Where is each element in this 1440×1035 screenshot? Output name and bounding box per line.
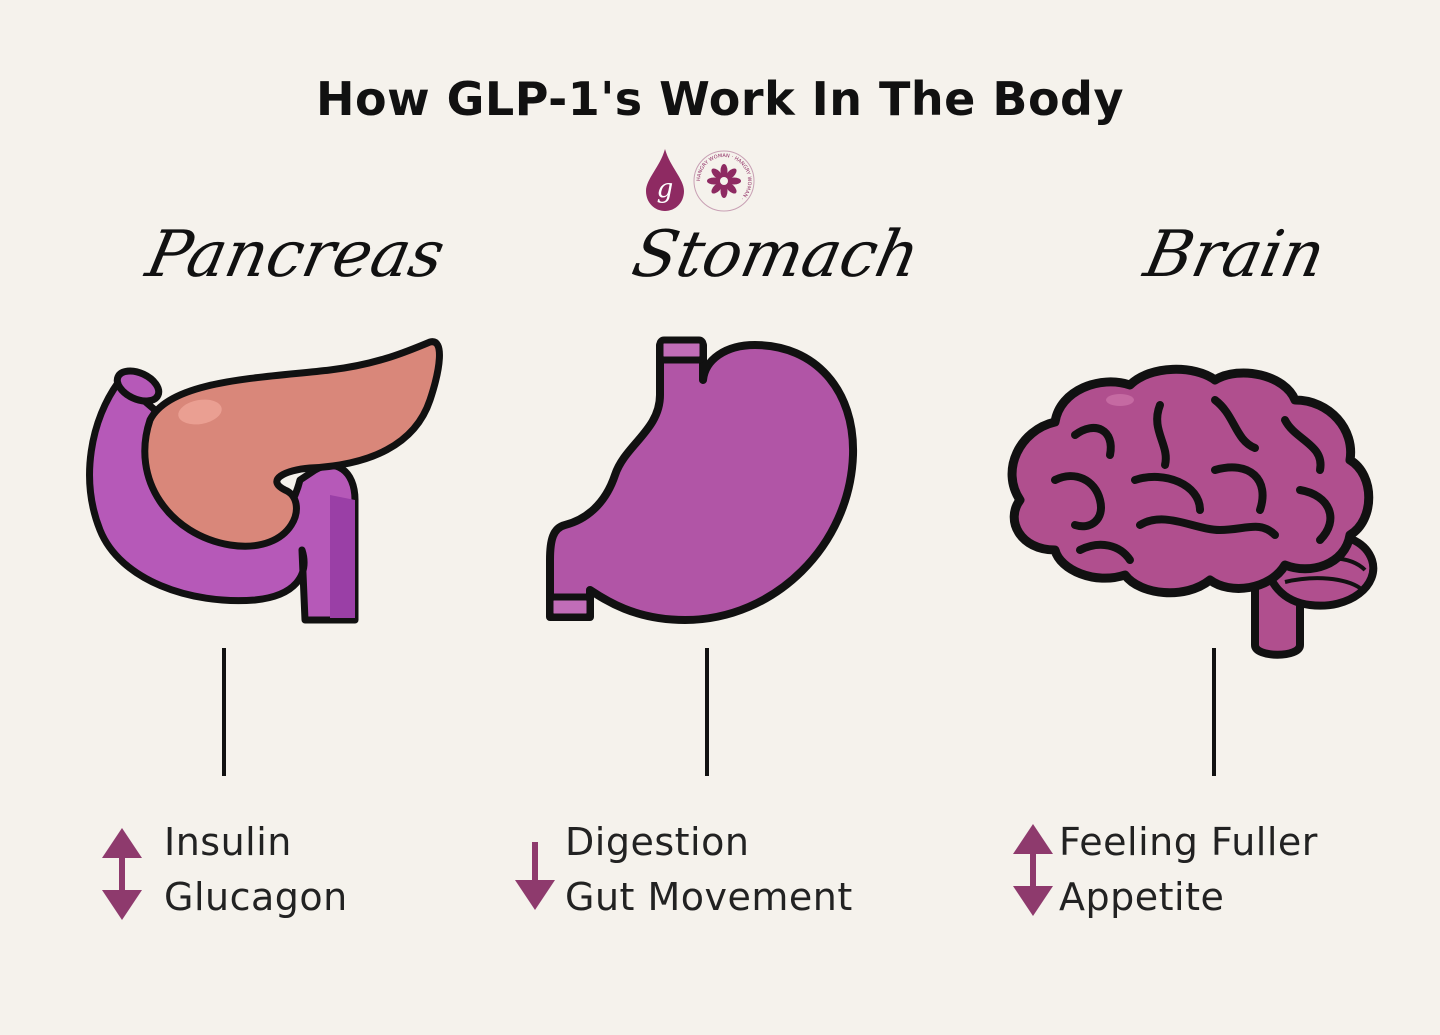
effect-label: Glucagon [164,875,348,919]
effect-label: Gut Movement [565,875,853,919]
effect-label: Digestion [565,820,750,864]
effect-label: Appetite [1059,875,1225,919]
organ-title-brain: Brain [1138,218,1332,292]
page-title: How GLP-1's Work In The Body [316,72,1124,126]
flower-badge-icon: HANGRY WOMAN · HANGRY WOMAN · [693,150,755,212]
connector-line-pancreas [222,648,226,776]
effect-label: Insulin [164,820,292,864]
down-arrow-icon [515,842,555,910]
connector-line-stomach [705,648,709,776]
brain-icon [1007,364,1378,659]
up-down-arrow-icon [1013,824,1053,916]
drop-logo-icon: g HANGRY WOMAN · HANGRY WOMAN · [646,149,755,212]
pancreas-icon [86,338,443,624]
organ-title-stomach: Stomach [626,218,926,292]
brand-logos: g HANGRY WOMAN · HANGRY WOMAN · [640,145,760,215]
stomach-icon [546,336,858,624]
organ-title-pancreas: Pancreas [140,218,451,292]
connector-line-brain [1212,648,1216,776]
drop-logo-letter: g [657,174,674,204]
up-down-arrow-icon [102,828,142,920]
effect-label: Feeling Fuller [1059,820,1318,864]
